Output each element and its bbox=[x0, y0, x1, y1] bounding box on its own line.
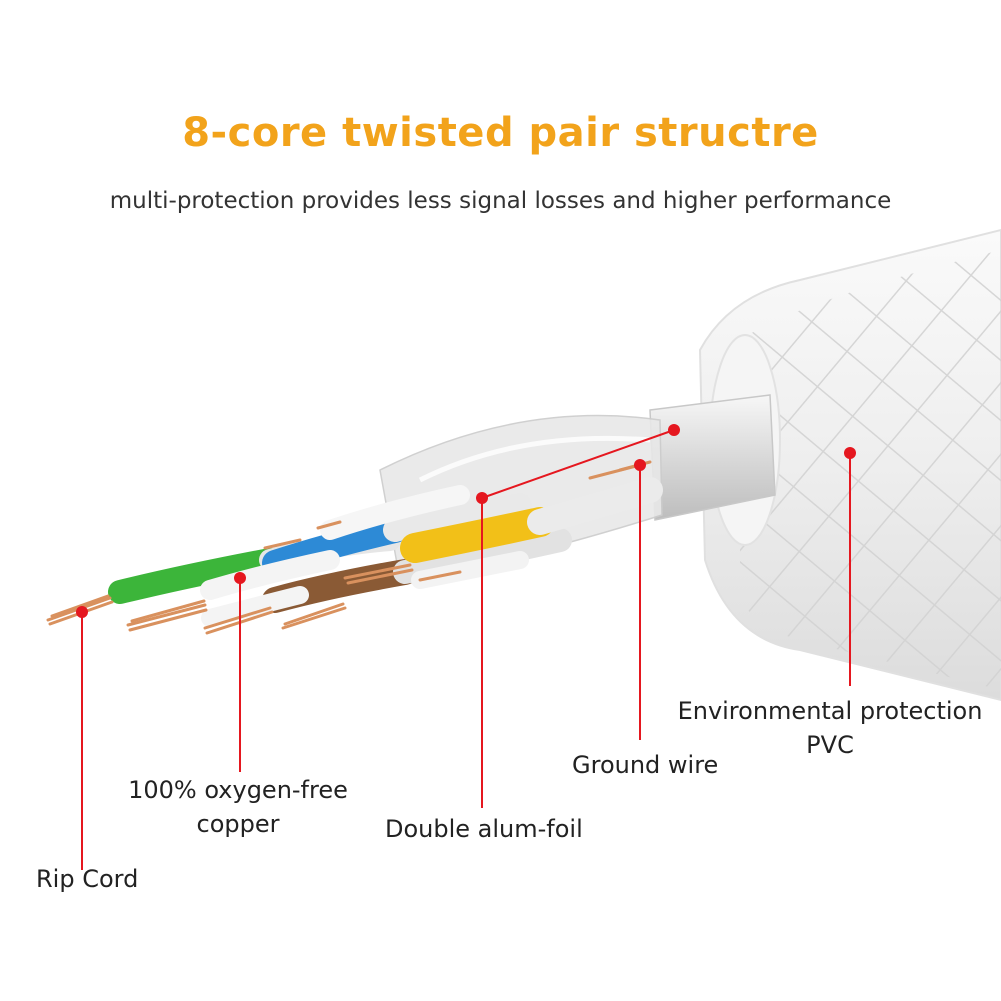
copper-marker bbox=[234, 572, 246, 584]
label-copper-line1: 100% oxygen-free bbox=[128, 776, 348, 804]
ground-wire-marker bbox=[634, 459, 646, 471]
label-ground-wire: Ground wire bbox=[572, 751, 719, 779]
label-copper: 100% oxygen-free copper bbox=[118, 773, 358, 841]
label-environmental-line2: PVC bbox=[806, 731, 854, 759]
label-double-foil: Double alum-foil bbox=[385, 815, 583, 843]
label-rip-cord: Rip Cord bbox=[36, 865, 139, 893]
page-subtitle: multi-protection provides less signal lo… bbox=[109, 188, 892, 214]
label-environmental-line1: Environmental protection bbox=[677, 697, 983, 725]
pvc-marker bbox=[844, 447, 856, 459]
foil-end-marker bbox=[668, 424, 680, 436]
double-foil-marker bbox=[476, 492, 488, 504]
label-copper-line2: copper bbox=[196, 810, 280, 838]
wire-pairs bbox=[108, 477, 663, 627]
rip-cord-marker bbox=[76, 606, 88, 618]
label-environmental-protection: Environmental protection PVC bbox=[672, 694, 988, 762]
copper-strands bbox=[46, 460, 652, 635]
callouts bbox=[81, 429, 851, 870]
page-title: 8-core twisted pair structre bbox=[182, 110, 819, 156]
